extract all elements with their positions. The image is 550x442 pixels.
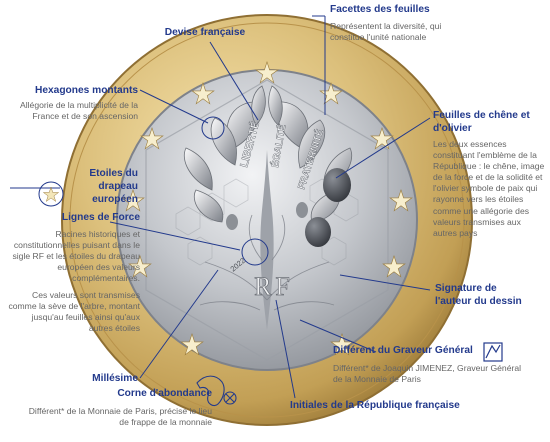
label-hexagones: Hexagones montants Allégorie de la multi… <box>10 85 138 122</box>
label-graveur-desc: Différent* de Joaquin JIMENEZ, Graveur G… <box>333 362 522 384</box>
label-graveur: Différent du Graveur Général Différent* … <box>333 345 521 385</box>
star-icon <box>121 189 145 212</box>
star-callout-circle <box>38 181 64 207</box>
label-hexagones-desc: Allégorie de la multiplicité de la Franc… <box>20 99 138 121</box>
coin-monogram-rf: RF <box>254 272 294 301</box>
label-hexagones-title: Hexagones montants <box>34 85 138 96</box>
olive <box>226 214 238 230</box>
label-etoiles: Etoiles du drapeau européen <box>89 168 138 205</box>
acorn <box>323 168 351 202</box>
star-icon <box>128 255 152 278</box>
cornucopia-icon <box>196 375 237 407</box>
star-icon <box>382 255 406 278</box>
label-lignes-desc: Racines historiques et constitutionnelle… <box>12 228 140 284</box>
label-feuilles: Feuilles de chêne et d'olivier Les deux … <box>433 110 547 239</box>
star-icon <box>370 127 394 150</box>
label-corne-desc: Différent* de la Monnaie de Paris, préci… <box>28 405 212 427</box>
label-lignes-desc2: Ces valeurs sont transmises comme la sèv… <box>8 289 140 334</box>
label-devise-francaise: Devise française <box>164 27 246 38</box>
label-signature: Signature de l'auteur du dessin <box>435 283 522 307</box>
label-facettes-desc: Représentent la diversité, qui constitue… <box>330 20 442 42</box>
label-lignes-title: Lignes de Force <box>61 212 140 223</box>
label-millesime: Millésime <box>92 373 138 384</box>
star-icon <box>330 333 354 356</box>
graveur-mark-icon <box>483 342 503 362</box>
hexagon-outline <box>145 79 389 361</box>
label-facettes: Facettes des feuilles Représentent la di… <box>330 4 470 43</box>
label-corne-title: Corne d'abondance <box>117 388 212 399</box>
oak-olive-tree <box>184 85 352 330</box>
star-icon <box>140 127 164 150</box>
label-corne: Corne d'abondance Différent* de la Monna… <box>22 388 212 428</box>
label-facettes-title: Facettes des feuilles <box>330 4 430 15</box>
star-icon <box>255 61 279 84</box>
label-graveur-title: Différent du Graveur Général <box>333 345 473 356</box>
star-icon <box>191 82 215 105</box>
star-icon <box>319 82 343 105</box>
label-feuilles-title: Feuilles de chêne et d'olivier <box>433 110 530 134</box>
eu-stars <box>121 61 413 356</box>
label-feuilles-desc: Les deux essences constituant l'emblème … <box>433 138 545 238</box>
star-icon <box>389 189 413 212</box>
star-icon <box>42 186 60 203</box>
connector-lines <box>10 15 431 399</box>
label-initiales: Initiales de la République française <box>290 400 460 411</box>
label-lignes: Lignes de Force Racines historiques et c… <box>6 212 140 334</box>
olive <box>296 202 308 218</box>
acorn <box>305 217 331 247</box>
star-icon <box>180 333 204 356</box>
